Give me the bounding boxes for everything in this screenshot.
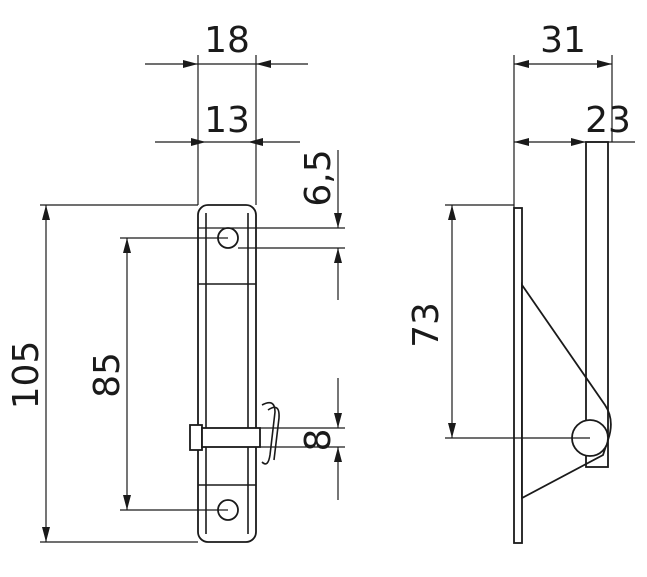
- label-total-height: 105: [6, 341, 47, 410]
- label-pin-diameter: 8: [298, 429, 339, 452]
- pin-head: [189, 424, 203, 451]
- label-side-depth-inner: 23: [585, 100, 631, 141]
- dim-total-height: 105: [6, 204, 198, 543]
- dim-side-height: 73: [406, 204, 590, 439]
- cotter-clip-2: [267, 406, 280, 461]
- side-plate: [513, 207, 523, 544]
- side-view: [513, 141, 612, 544]
- dim-side-depth-outer: 31: [513, 20, 613, 208]
- cotter-clip: [261, 401, 276, 465]
- front-view: [189, 204, 280, 543]
- dim-hole-spacing: 85: [87, 237, 228, 511]
- dim-side-depth-inner: 23: [514, 100, 635, 146]
- front-plate: [197, 204, 257, 543]
- dim-width-inner: 13: [155, 100, 300, 146]
- dim-width-outer: 18: [145, 20, 308, 205]
- label-width-inner: 13: [204, 100, 250, 141]
- dim-pin-diameter: 8: [260, 378, 345, 500]
- pin-shaft: [201, 427, 261, 448]
- label-hole-spacing: 85: [87, 352, 128, 398]
- label-side-height: 73: [406, 302, 447, 348]
- label-hole-offset: 6,5: [298, 149, 339, 206]
- label-width-outer: 18: [204, 20, 250, 61]
- label-side-depth-outer: 31: [540, 20, 586, 61]
- side-bracket: [521, 282, 612, 500]
- dim-hole-offset: 6,5: [198, 149, 345, 300]
